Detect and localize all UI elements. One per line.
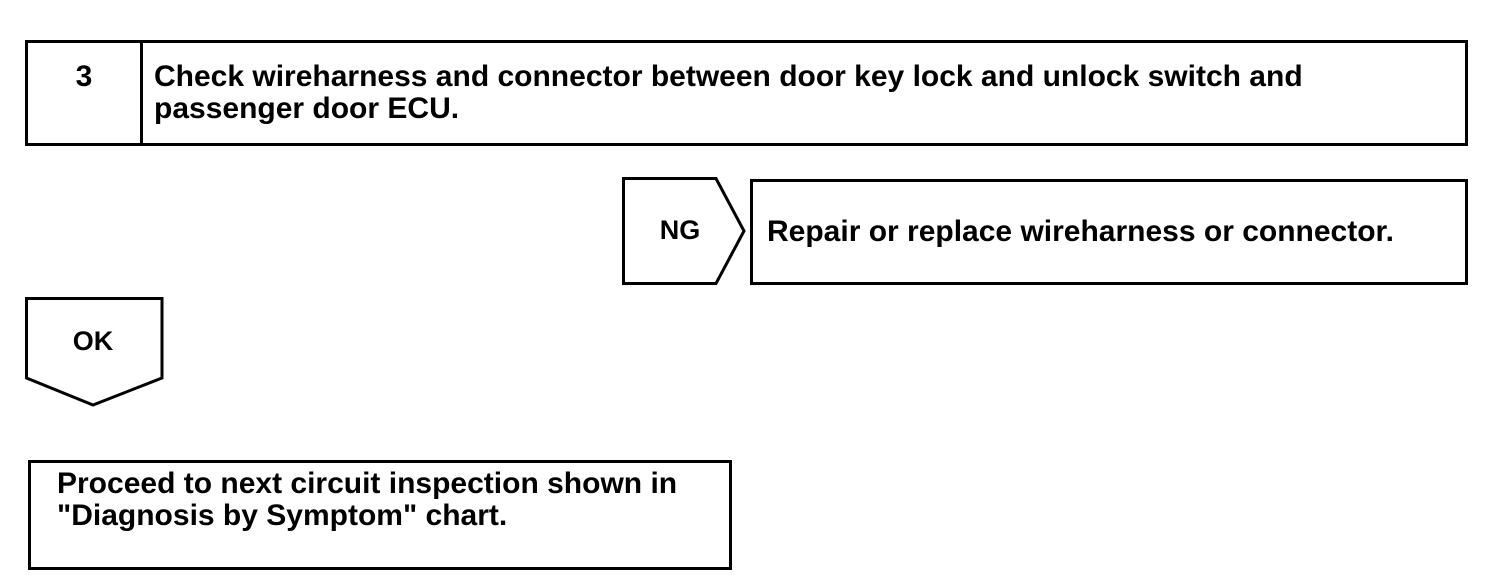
ng-result-text: Repair or replace wireharness or connect… <box>767 215 1394 248</box>
ng-arrow-shape <box>622 177 746 285</box>
step-title: Check wireharness and connector between … <box>154 60 1303 125</box>
ok-arrow-shape <box>25 297 164 407</box>
step-number: 3 <box>75 60 93 93</box>
ng-result-box: Repair or replace wireharness or connect… <box>750 179 1468 285</box>
step-divider <box>140 43 143 143</box>
ok-result-text: Proceed to next circuit inspection shown… <box>57 467 678 532</box>
ok-result-box: Proceed to next circuit inspection shown… <box>28 460 732 570</box>
ng-label: NG <box>659 215 701 245</box>
ok-label: OK <box>72 326 114 356</box>
step-box: 3 Check wireharness and connector betwee… <box>25 40 1468 146</box>
